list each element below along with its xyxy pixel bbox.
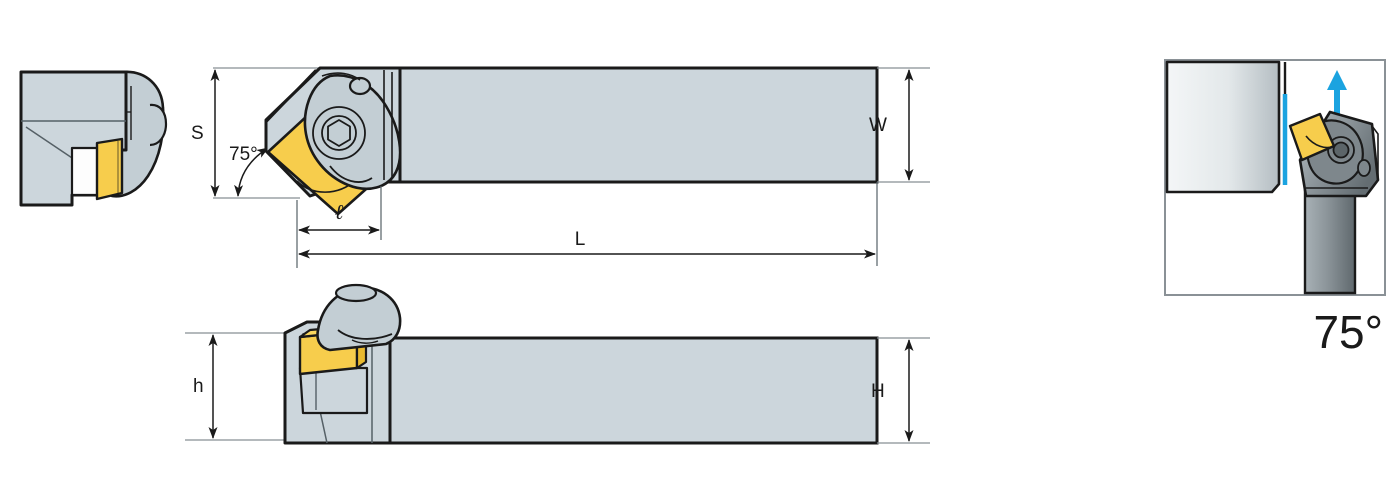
side-view-shank: [383, 336, 879, 445]
lead-angle-label-large: 75°: [1313, 306, 1383, 358]
workpiece: [1165, 60, 1281, 194]
dimension-H: H: [871, 337, 930, 444]
application-screw: [1332, 141, 1350, 159]
dimension-S-label: S: [191, 123, 204, 144]
dimension-l-label: ℓ: [335, 200, 344, 224]
application-holder-shank: [1303, 184, 1357, 295]
side-view: h H: [185, 283, 930, 445]
dimension-W-label: W: [869, 115, 887, 136]
side-view-clamp: [316, 283, 402, 352]
dimension-h: h: [193, 334, 218, 439]
dimension-H-label: H: [871, 381, 885, 402]
dimension-L: L: [298, 182, 878, 266]
top-view-shank: [378, 66, 879, 184]
top-view: S 75°: [191, 66, 930, 268]
hex-socket-icon: [327, 119, 351, 147]
end-view-insert: [95, 137, 124, 201]
dimension-S: S: [191, 69, 220, 197]
top-view-clamp: [303, 72, 402, 190]
dimension-W: W: [869, 67, 930, 183]
application-view: 75°: [1164, 59, 1386, 358]
dimension-l: ℓ: [296, 186, 382, 268]
dimension-L-label: L: [575, 229, 586, 250]
lead-angle-label-small: 75°: [229, 144, 258, 165]
top-view-clamp-screw: [312, 106, 366, 160]
dimension-h-label: h: [193, 376, 204, 397]
end-view: [19, 70, 168, 207]
